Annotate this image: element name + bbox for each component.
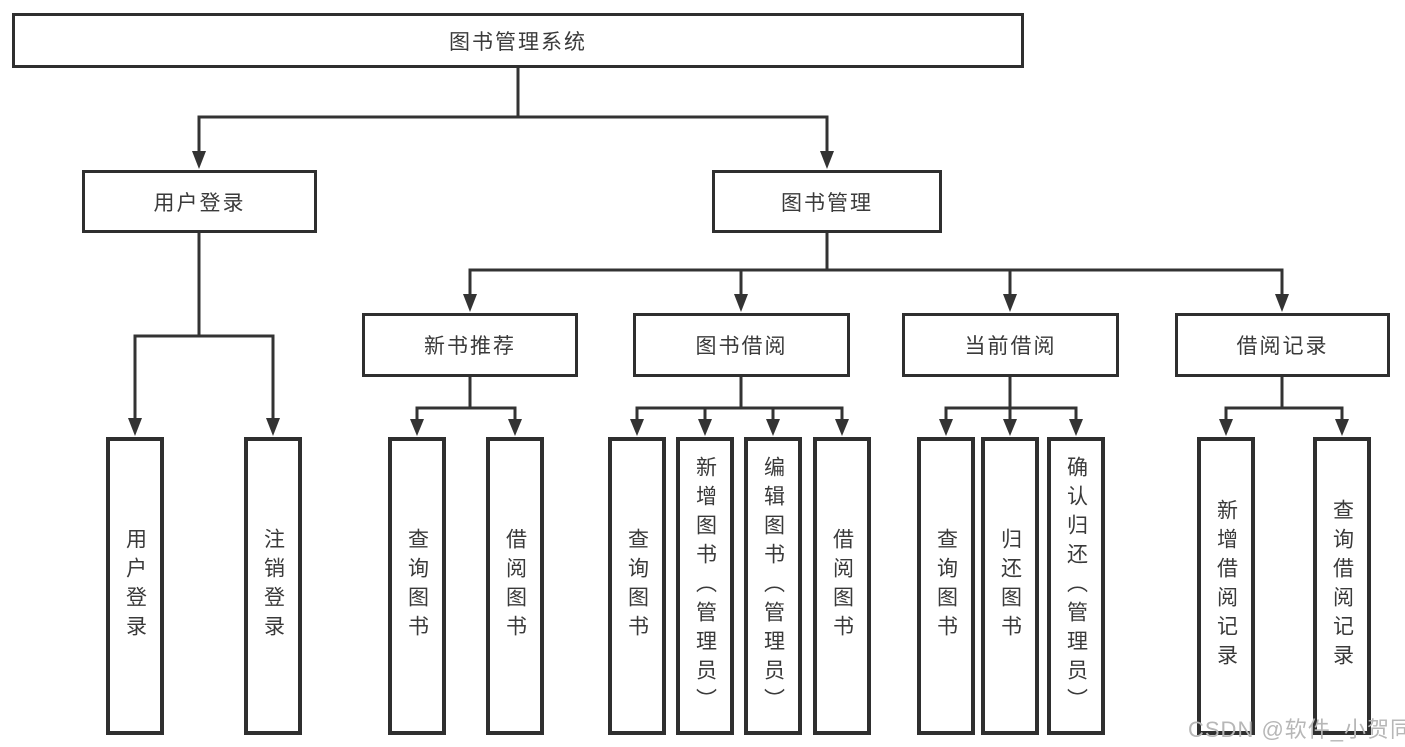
- leaf-label: 新增图书（管理员）: [693, 455, 717, 717]
- node-book-management: 图书管理: [712, 170, 942, 233]
- node-label: 图书管理系统: [449, 30, 587, 54]
- node-user-login: 用户登录: [82, 170, 317, 233]
- leaf-label: 查询图书: [934, 528, 958, 644]
- leaf-label: 确认归还（管理员）: [1064, 455, 1088, 717]
- connector-book-borrow: [630, 377, 849, 436]
- node-borrow-records: 借阅记录: [1175, 313, 1390, 377]
- leaf-label: 查询借阅记录: [1330, 499, 1354, 673]
- leaf-user-login: 用户登录: [106, 437, 164, 735]
- leaf-label: 新增借阅记录: [1214, 499, 1238, 673]
- connector-book-management: [463, 233, 1289, 312]
- connector-borrow-records: [1219, 377, 1349, 436]
- node-new-book-recommend: 新书推荐: [362, 313, 578, 377]
- connector-new-book: [410, 377, 522, 436]
- leaf-borrow-books-borrow: 借阅图书: [813, 437, 871, 735]
- leaf-borrow-books-newbook: 借阅图书: [486, 437, 544, 735]
- connector-user-login: [128, 233, 280, 436]
- node-label: 图书管理: [781, 191, 873, 215]
- leaf-label: 借阅图书: [503, 528, 527, 644]
- csdn-watermark: CSDN @软件_小贺同学: [1188, 717, 1405, 742]
- node-label: 当前借阅: [964, 335, 1057, 358]
- node-label: 借阅记录: [1236, 335, 1329, 358]
- node-library-management-system: 图书管理系统: [12, 13, 1024, 68]
- leaf-query-books-borrow: 查询图书: [608, 437, 666, 735]
- leaf-label: 注销登录: [261, 528, 285, 644]
- leaf-confirm-return-admin: 确认归还（管理员）: [1047, 437, 1105, 735]
- leaf-label: 用户登录: [123, 528, 147, 644]
- leaf-edit-book-admin: 编辑图书（管理员）: [744, 437, 802, 735]
- leaf-label: 借阅图书: [830, 528, 854, 644]
- leaf-add-borrow-record: 新增借阅记录: [1197, 437, 1255, 735]
- leaf-label: 编辑图书（管理员）: [761, 455, 785, 717]
- connector-current-borrow: [939, 377, 1083, 436]
- leaf-query-borrow-record: 查询借阅记录: [1313, 437, 1371, 735]
- node-label: 用户登录: [153, 191, 246, 215]
- leaf-label: 查询图书: [625, 528, 649, 644]
- leaf-label: 归还图书: [998, 528, 1022, 644]
- leaf-query-books-newbook: 查询图书: [388, 437, 446, 735]
- node-label: 图书借阅: [695, 335, 788, 358]
- leaf-return-book: 归还图书: [981, 437, 1039, 735]
- leaf-logout: 注销登录: [244, 437, 302, 735]
- connector-root: [192, 68, 834, 169]
- node-current-borrow: 当前借阅: [902, 313, 1119, 377]
- node-book-borrow: 图书借阅: [633, 313, 850, 377]
- leaf-query-books-current: 查询图书: [917, 437, 975, 735]
- leaf-add-book-admin: 新增图书（管理员）: [676, 437, 734, 735]
- node-label: 新书推荐: [424, 335, 516, 358]
- leaf-label: 查询图书: [405, 528, 429, 644]
